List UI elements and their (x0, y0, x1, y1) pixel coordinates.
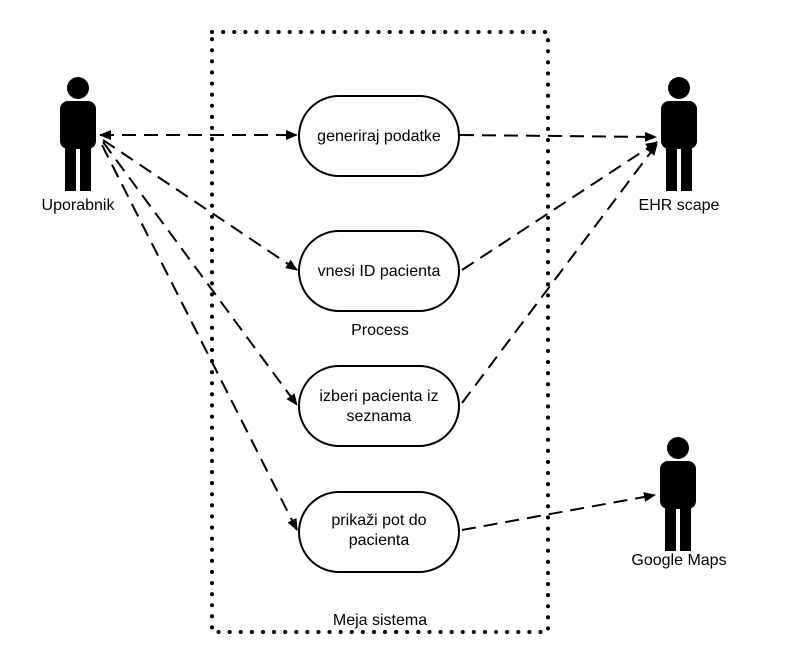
actor-ehr (661, 77, 697, 191)
usecase-select-box (298, 365, 460, 447)
usecase-route-label-line2: pacienta (349, 532, 410, 549)
usecase-select-label-line2: seznama (347, 408, 412, 425)
edge-enter-id-ehr (461, 141, 658, 271)
actor-maps (660, 437, 696, 551)
usecase-route-label-line1: prikaži pot do (331, 512, 426, 529)
actor-maps-label: Google Maps (631, 552, 726, 569)
actor-user-icon (60, 77, 96, 191)
usecase-generate-label: generiraj podatke (317, 128, 441, 145)
usecase-select: izberi pacienta iz seznama (298, 365, 460, 447)
actor-user-label: Uporabnik (42, 197, 116, 214)
usecase-route-box (298, 491, 460, 573)
actor-ehr-icon (661, 77, 697, 191)
actor-user (60, 77, 96, 191)
actor-ehr-label: EHR scape (639, 197, 720, 214)
actor-maps-icon (660, 437, 696, 551)
edge-user-route (101, 144, 298, 531)
usecase-enter-id-label: vnesi ID pacienta (318, 263, 441, 280)
edge-route-maps (461, 492, 656, 531)
usecase-route: prikaži pot do pacienta (298, 491, 460, 573)
usecase-generate-box (298, 95, 460, 177)
boundary-title: Meja sistema (333, 612, 427, 629)
system-boundary (210, 30, 550, 634)
edge-user-enter-id (102, 139, 298, 271)
usecase-select-label-line1: izberi pacienta iz (319, 388, 438, 405)
usecase-generate: generiraj podatke (298, 95, 460, 177)
usecase-enter-id-box (298, 230, 460, 312)
edge-generate-ehr (459, 131, 657, 142)
edge-select-ehr (461, 143, 658, 404)
edge-user-select (102, 141, 298, 406)
boundary-subtitle: Process (351, 322, 409, 339)
usecase-enter-id: vnesi ID pacienta (298, 230, 460, 312)
